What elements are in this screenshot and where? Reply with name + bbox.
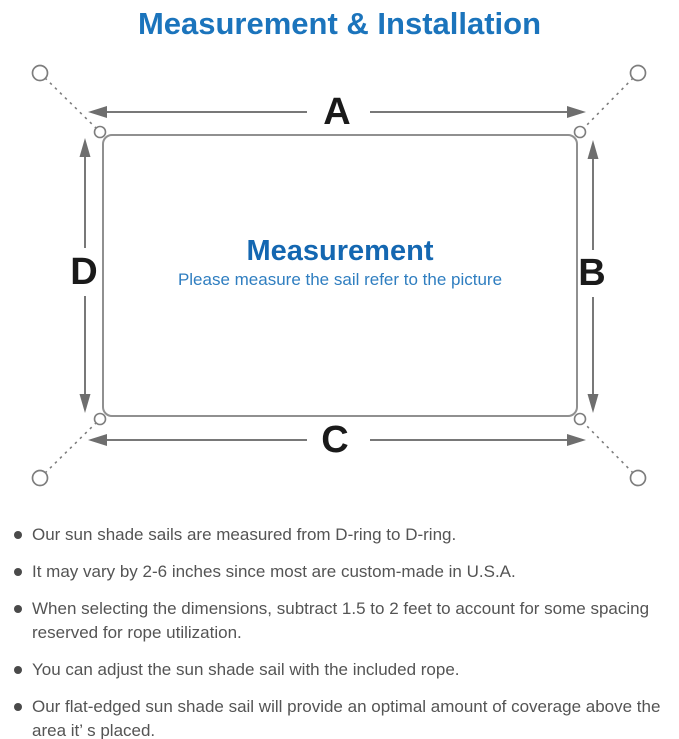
- anchor-point-rings: [31, 64, 647, 487]
- note-text: When selecting the dimensions, subtract …: [32, 599, 650, 642]
- arrowhead-a-left-icon: [88, 106, 107, 118]
- rope-line-bottom-left: [39, 418, 101, 479]
- page-title: Measurement & Installation: [137, 6, 542, 41]
- note-text: Our sun shade sails are measured from D-…: [32, 525, 457, 544]
- arrowhead-c-right-icon: [567, 434, 586, 446]
- note-text: It may vary by 2-6 inches since most are…: [32, 562, 516, 581]
- measurement-diagram: A C D B: [0, 55, 679, 507]
- measurement-diagram-canvas: A C D B: [31, 64, 647, 487]
- note-item: Our flat-edged sun shade sail will provi…: [14, 695, 673, 739]
- dimension-label-c: C: [321, 419, 348, 461]
- rope-line-bottom-right: [579, 418, 639, 479]
- d-ring-bottom-left-icon: [93, 412, 107, 426]
- note-text: Our flat-edged sun shade sail will provi…: [32, 697, 661, 739]
- arrowhead-c-left-icon: [88, 434, 107, 446]
- d-ring-top-left-icon: [93, 125, 107, 139]
- anchor-ring-top-left-icon: [31, 64, 49, 82]
- dimension-label-a: A: [323, 91, 350, 133]
- rope-line-top-left: [39, 72, 101, 133]
- note-item: It may vary by 2-6 inches since most are…: [14, 560, 673, 584]
- note-item: Our sun shade sails are measured from D-…: [14, 523, 673, 547]
- d-ring-bottom-right-icon: [573, 412, 587, 426]
- measurement-notes-list: Our sun shade sails are measured from D-…: [0, 507, 679, 739]
- anchor-ring-bottom-right-icon: [629, 469, 647, 487]
- rope-dashed-lines: [39, 72, 639, 479]
- arrowhead-b-bottom-icon: [587, 394, 599, 413]
- anchor-ring-bottom-left-icon: [31, 469, 49, 487]
- sail-corner-d-rings: [93, 125, 587, 426]
- note-item: When selecting the dimensions, subtract …: [14, 597, 673, 645]
- rope-line-top-right: [579, 72, 639, 133]
- anchor-ring-top-right-icon: [629, 64, 647, 82]
- arrowhead-d-top-icon: [79, 138, 91, 157]
- d-ring-top-right-icon: [573, 125, 587, 139]
- dimension-label-b: B: [578, 252, 605, 294]
- arrowhead-b-top-icon: [587, 140, 599, 159]
- dimension-label-d: D: [70, 251, 97, 293]
- sail-outline: [102, 134, 578, 417]
- arrowhead-a-right-icon: [567, 106, 586, 118]
- note-item: You can adjust the sun shade sail with t…: [14, 658, 673, 682]
- note-text: You can adjust the sun shade sail with t…: [32, 660, 460, 679]
- arrowhead-d-bottom-icon: [79, 394, 91, 413]
